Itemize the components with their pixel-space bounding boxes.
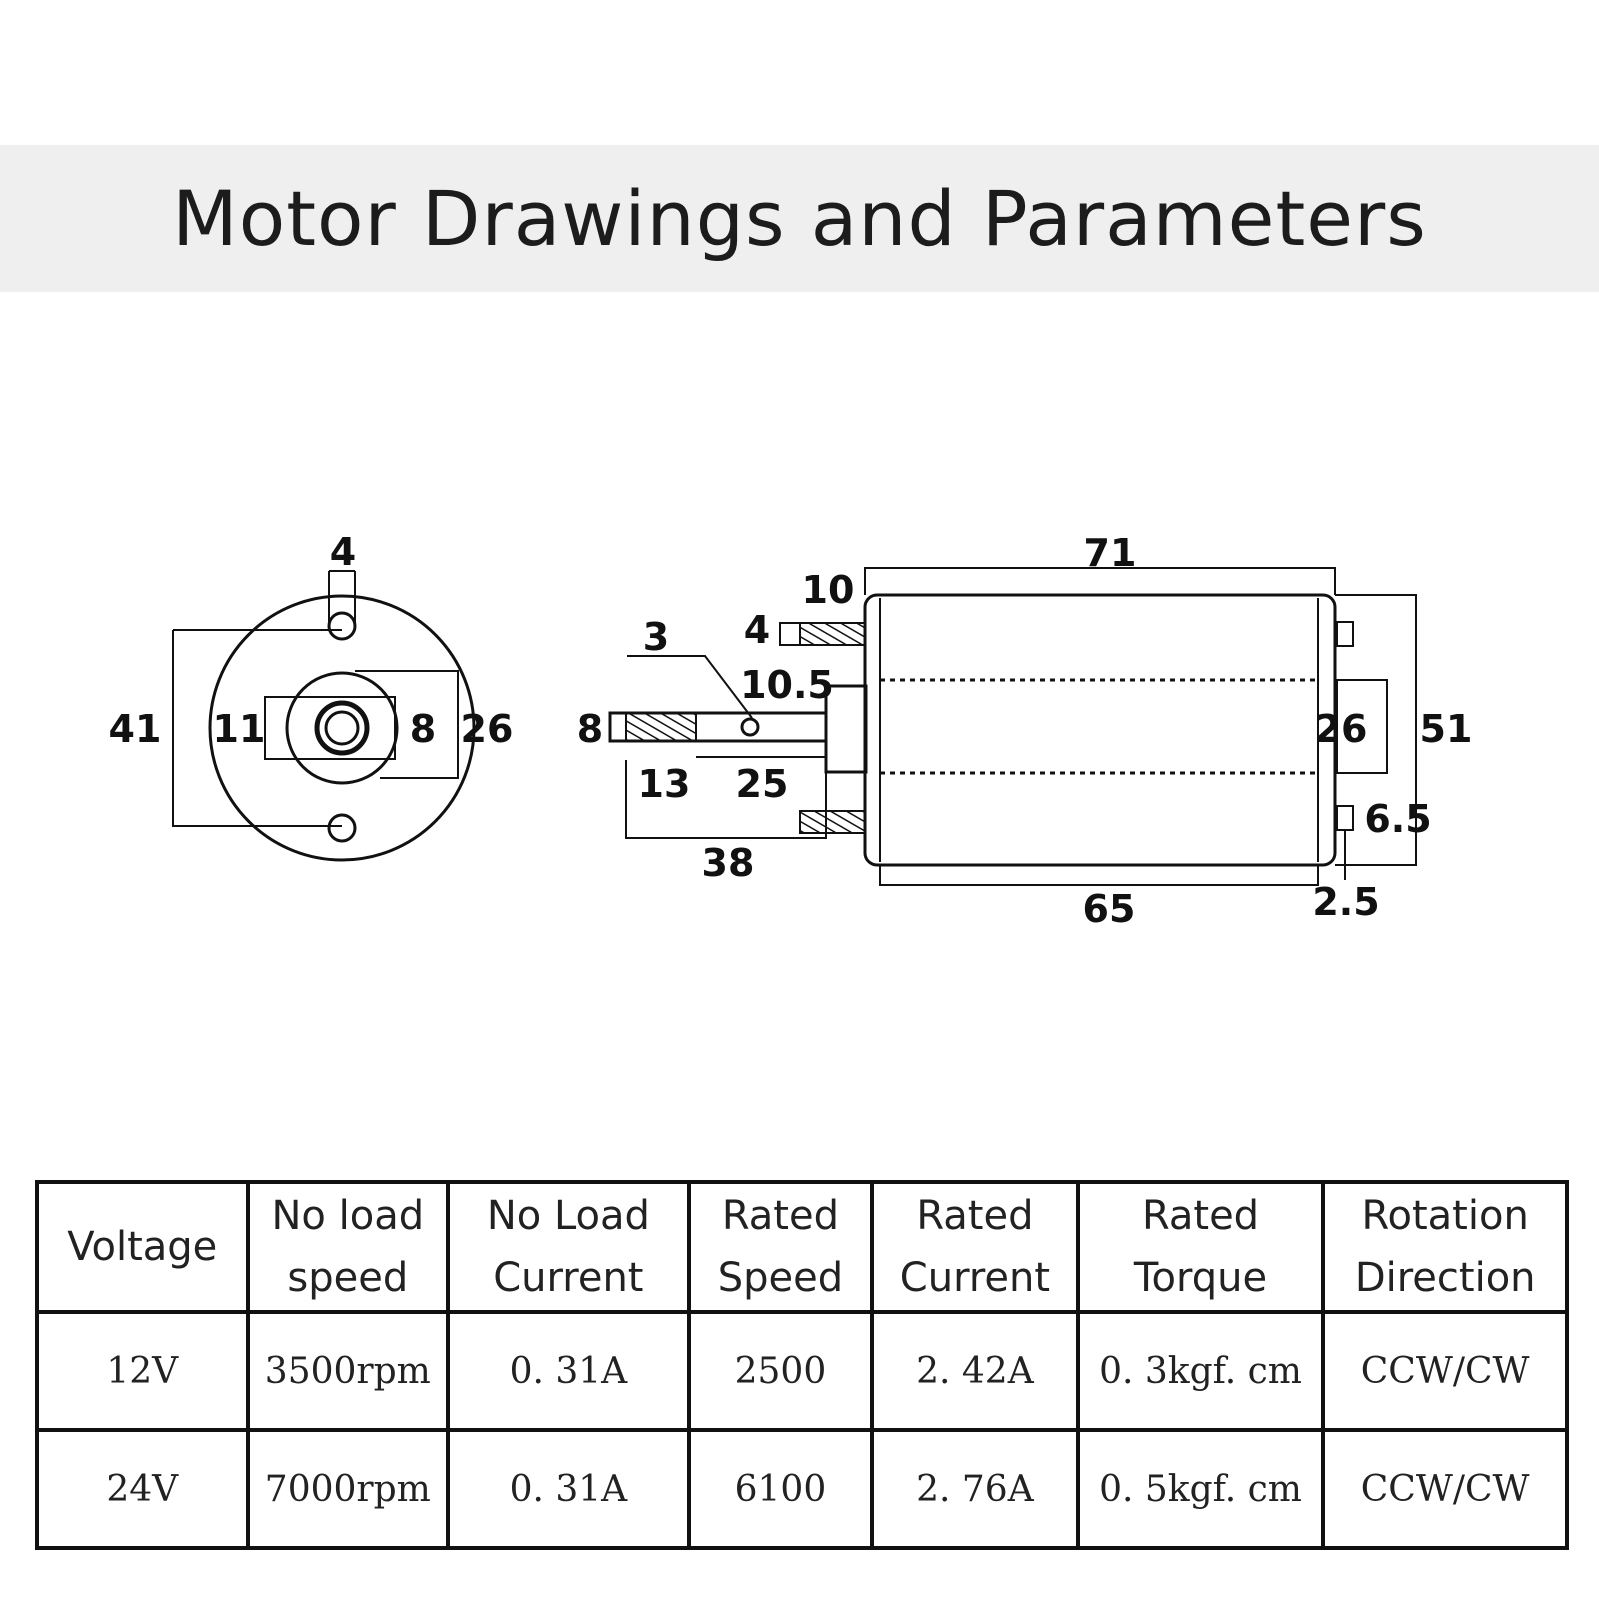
dim-body-line [879,865,1319,886]
height-dim-line [172,629,342,827]
dim-shaft-step: 13 [638,762,691,806]
top-slot [328,570,356,626]
cell-no-load-current: 0. 31A [446,1310,691,1432]
front-flange-circle [208,594,476,862]
dim-terminal: 6.5 [1364,797,1431,841]
dim-key: 3 [643,615,669,659]
bottom-mount-hole [327,813,357,843]
table-row: 12V 3500rpm 0. 31A 2500 2. 42A 0. 3kgf. … [35,1310,1569,1432]
top-mount-hole [327,611,357,641]
dim-right: 26 [461,707,514,751]
key-leader [627,655,753,719]
cell-rotation-direction: CCW/CW [1321,1428,1569,1550]
dim-top: 4 [330,530,356,574]
dim-shaft-total-line [625,760,827,839]
front-view: 4 41 11 8 26 [109,530,514,862]
dim-shaft-total: 38 [702,841,755,885]
cell-rated-current: 2. 76A [870,1428,1080,1550]
center-boss [285,671,399,785]
center-box [264,696,396,760]
lower-screw-thread [799,810,866,834]
cell-voltage: 24V [35,1428,250,1550]
dim-shaft-length: 25 [736,762,789,806]
page-title: Motor Drawings and Parameters [172,174,1427,263]
dim-boss: 10.5 [740,663,834,707]
header-voltage: Voltage [35,1180,250,1314]
motor-body [863,593,1337,867]
cell-rotation-direction: CCW/CW [1321,1310,1569,1432]
cell-no-load-speed: 7000rpm [245,1428,451,1550]
dim-overall-length: 71 [1084,531,1137,575]
cell-rated-torque: 0. 5kgf. cm [1075,1428,1326,1550]
title-band: Motor Drawings and Parameters [0,145,1599,292]
rear-terminal-top [1336,621,1354,647]
rear-boss [1336,679,1388,774]
cell-rated-speed: 2500 [686,1310,875,1432]
dim-flange: 10 [802,568,855,612]
dim-rear-cap: 2.5 [1312,880,1379,924]
dim-body-length: 65 [1083,887,1136,931]
dim-dia-line [1335,594,1417,866]
upper-screw-thread [799,622,866,646]
center-shaft [314,700,370,756]
cell-rated-torque: 0. 3kgf. cm [1075,1310,1326,1432]
dim-center-width: 11 [213,707,266,751]
dim-shaft-dia: 8 [577,707,603,751]
dim-rear-boss: 26 [1315,707,1368,751]
table-row: 24V 7000rpm 0. 31A 6100 2. 76A 0. 5kgf. … [35,1428,1569,1550]
shaft-thread [625,712,697,742]
side-view: 71 10 4 3 10.5 8 13 25 38 65 26 51 6.5 2… [577,531,1473,931]
right-dim-line [355,670,459,779]
dim-body-dia: 51 [1420,707,1473,751]
rear-terminal-bottom [1336,805,1354,831]
shaft [608,711,828,743]
cell-rated-current: 2. 42A [870,1310,1080,1432]
cell-no-load-speed: 3500rpm [245,1310,451,1432]
cell-no-load-current: 0. 31A [446,1428,691,1550]
center-shaft-inner [324,710,360,746]
dim-screw: 4 [744,608,770,652]
cell-rated-speed: 6100 [686,1428,875,1550]
dim-height: 41 [109,707,162,751]
key-hole [740,717,760,737]
cell-voltage: 12V [35,1310,250,1432]
dim-shaft: 8 [410,707,436,751]
